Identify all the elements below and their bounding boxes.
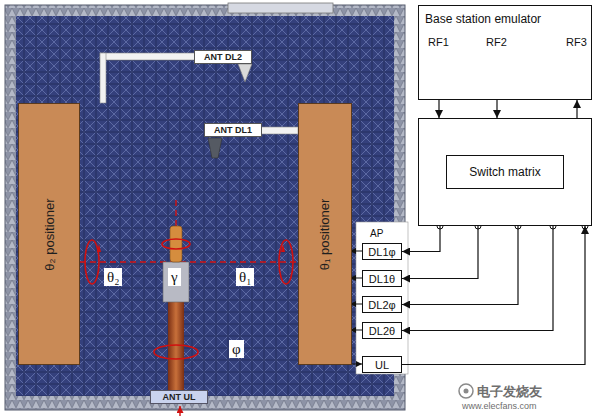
port-box: DL1θ (362, 270, 402, 287)
port-box: DL2φ (362, 296, 402, 313)
node-text: ANT DL2 (204, 52, 242, 62)
signal-connector (402, 226, 478, 279)
signal-connector (402, 226, 518, 305)
node-text: θ₂ positioner (42, 198, 57, 270)
node-text: DL2θ (369, 325, 395, 337)
port-name: RF2 (486, 36, 507, 48)
port-name: RF3 (566, 36, 587, 48)
watermark: 电子发烧友 (477, 383, 542, 401)
port-box: UL (362, 356, 402, 373)
port-name: RF1 (428, 36, 449, 48)
positioner-box: θ₂ positioner (18, 103, 80, 365)
axis-symbol: φ (229, 340, 244, 358)
positioner-box: θ₁ positioner (298, 103, 352, 365)
axis-symbol: γ (168, 268, 181, 286)
switch-matrix-box: Switch matrix (418, 118, 592, 226)
node-text: θ₁ positioner (318, 198, 333, 270)
watermark: www.elecfans.com (462, 401, 537, 411)
antenna-label: ANT DL1 (204, 123, 262, 137)
node-text: DL1φ (368, 246, 395, 258)
node-text: Base station emulator (425, 12, 541, 26)
signal-connector (402, 226, 553, 331)
signal-connector (402, 226, 585, 365)
signal-connector (576, 100, 577, 118)
emulator-box: Base station emulator (418, 5, 592, 100)
axis-symbol: θ₂ (104, 268, 122, 286)
antenna-label: ANT UL (150, 390, 208, 404)
signal-connector (438, 100, 439, 118)
panel-name: AP (370, 228, 383, 239)
port-box: DL1φ (362, 243, 402, 260)
axis-symbol: θ₁ (236, 268, 254, 286)
node-text: Switch matrix (446, 155, 563, 189)
node-text: DL2φ (368, 299, 395, 311)
signal-connector (496, 100, 497, 118)
node-text: ANT DL1 (214, 125, 252, 135)
port-box: DL2θ (362, 322, 402, 339)
node-text: ANT UL (163, 392, 196, 402)
antenna-label: ANT DL2 (194, 50, 252, 64)
signal-connector (402, 226, 440, 252)
node-text: UL (375, 359, 389, 371)
node-text: DL1θ (369, 273, 395, 285)
